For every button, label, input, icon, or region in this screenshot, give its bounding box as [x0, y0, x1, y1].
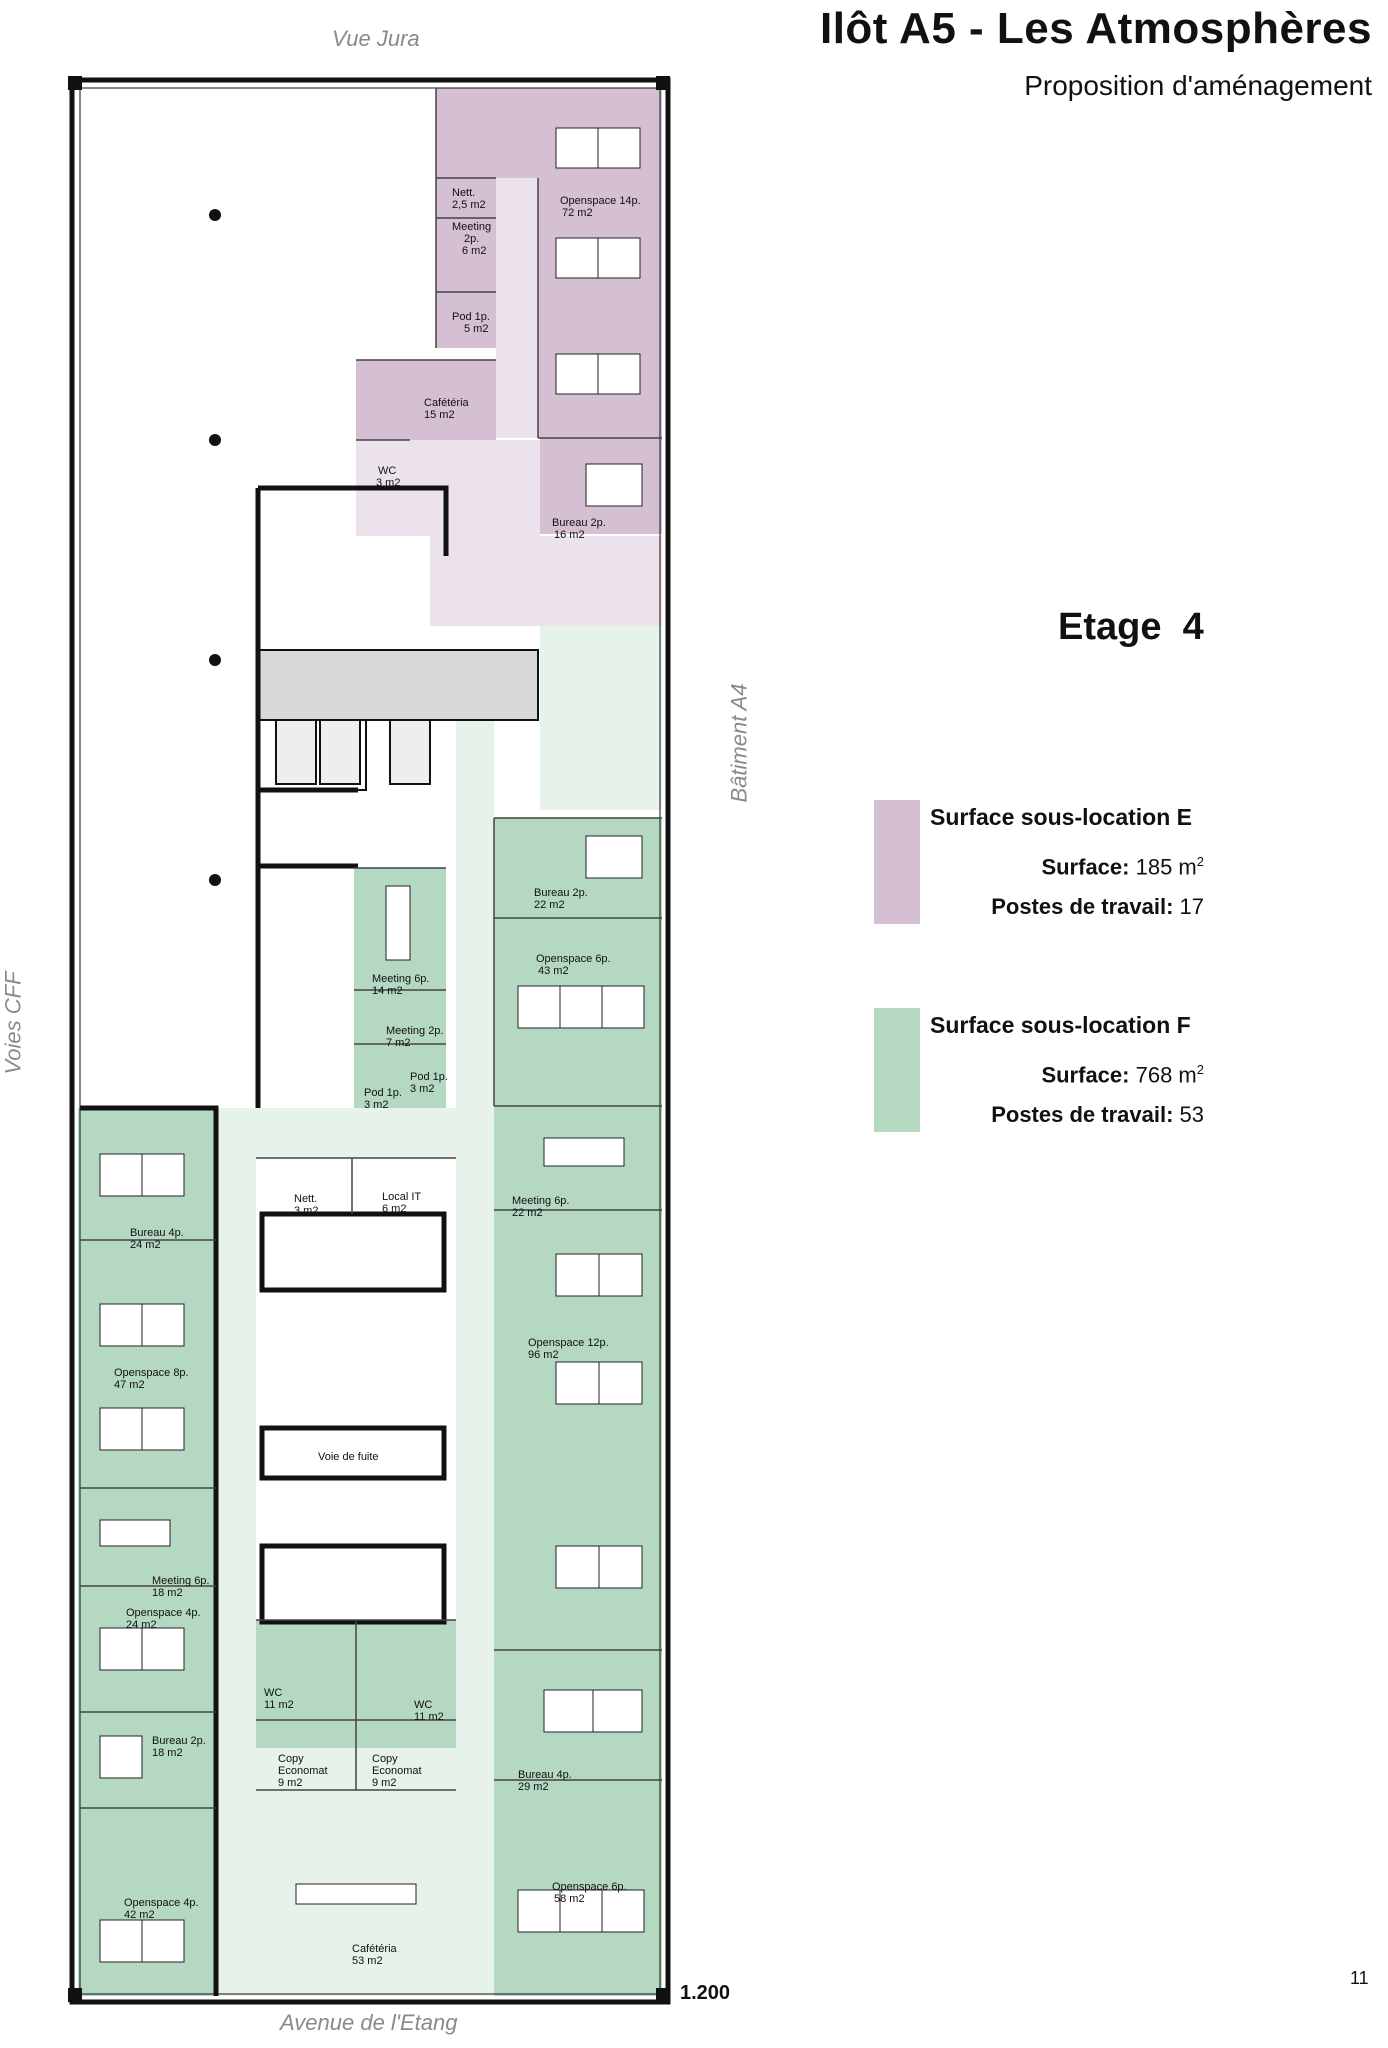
legend-title-e: Surface sous-location E	[930, 804, 1193, 830]
scale-label: 1.200	[680, 1982, 731, 2004]
legend-workstations-e: Postes de travail: 17	[991, 894, 1204, 919]
room-label-meeting-2p-2: Meeting 2p.7 m2	[386, 1025, 443, 1049]
room-label-bureau-2p-1: Bureau 2p.16 m2	[552, 517, 606, 541]
page-number: 11	[1350, 1968, 1369, 1988]
room-label-meeting-6p-2: Meeting 6p.22 m2	[512, 1195, 569, 1219]
zone-e-area	[356, 88, 662, 626]
label-north: Vue Jura	[332, 26, 420, 51]
walls	[80, 485, 449, 1996]
legend-swatch-f	[874, 1008, 920, 1132]
label-east: Bâtiment A4	[726, 683, 752, 803]
room-label-meeting-6p-1: Meeting 6p.14 m2	[372, 973, 429, 997]
room-label-openspace-14p: Openspace 14p.72 m2	[560, 195, 641, 219]
floor-label: Etage 4	[1058, 606, 1204, 648]
desk-groups	[99, 127, 645, 1963]
legend-swatch-e	[874, 800, 920, 924]
legend-workstations-f: Postes de travail: 53	[991, 1102, 1204, 1127]
legend-surface-f: Surface: 768 m2	[1041, 1062, 1204, 1088]
room-label-pod-1p-3: Pod 1p.3 m2	[410, 1071, 448, 1095]
room-label-openspace-12p: Openspace 12p.96 m2	[528, 1337, 609, 1361]
room-label-bureau-2p-2: Bureau 2p.22 m2	[534, 887, 588, 911]
room-label-bureau-4p-2: Bureau 4p.29 m2	[518, 1769, 572, 1793]
legend-surface-e: Surface: 185 m2	[1041, 854, 1204, 880]
room-label-openspace-4p-2: Openspace 4p.42 m2	[124, 1897, 199, 1921]
page-subtitle: Proposition d'aménagement	[1024, 70, 1372, 101]
room-label-pod-1p-1: Pod 1p.5 m2	[452, 311, 490, 335]
room-label-pod-1p-2: Pod 1p.3 m2	[364, 1087, 402, 1111]
legend-title-f: Surface sous-location F	[930, 1012, 1191, 1038]
room-label-voie-de-fuite: Voie de fuite	[318, 1451, 379, 1463]
room-label-openspace-8p: Openspace 8p.47 m2	[114, 1367, 189, 1391]
page-title: Ilôt A5 - Les Atmosphères	[819, 4, 1372, 53]
partitions	[80, 88, 662, 1809]
room-label-bureau-4p-1: Bureau 4p.24 m2	[130, 1227, 184, 1251]
room-label-bureau-2p-3: Bureau 2p.18 m2	[152, 1735, 206, 1759]
room-label-nett-1: Nett.2,5 m2	[452, 187, 486, 211]
room-label-openspace-6p-2: Openspace 6p.58 m2	[552, 1881, 627, 1905]
room-label-openspace-4p-1: Openspace 4p.24 m2	[126, 1607, 201, 1631]
room-label-meeting-6p-3: Meeting 6p.18 m2	[152, 1575, 209, 1599]
stair-lift-core	[257, 649, 539, 791]
building-outline	[69, 77, 671, 2005]
label-west: Voies CFF	[0, 971, 26, 1075]
room-label-openspace-6p-1: Openspace 6p.43 m2	[536, 953, 611, 977]
columns	[68, 76, 670, 2002]
label-south: Avenue de l'Etang	[280, 2010, 458, 2035]
room-label-nett-2: Nett.3 m2	[294, 1193, 318, 1217]
